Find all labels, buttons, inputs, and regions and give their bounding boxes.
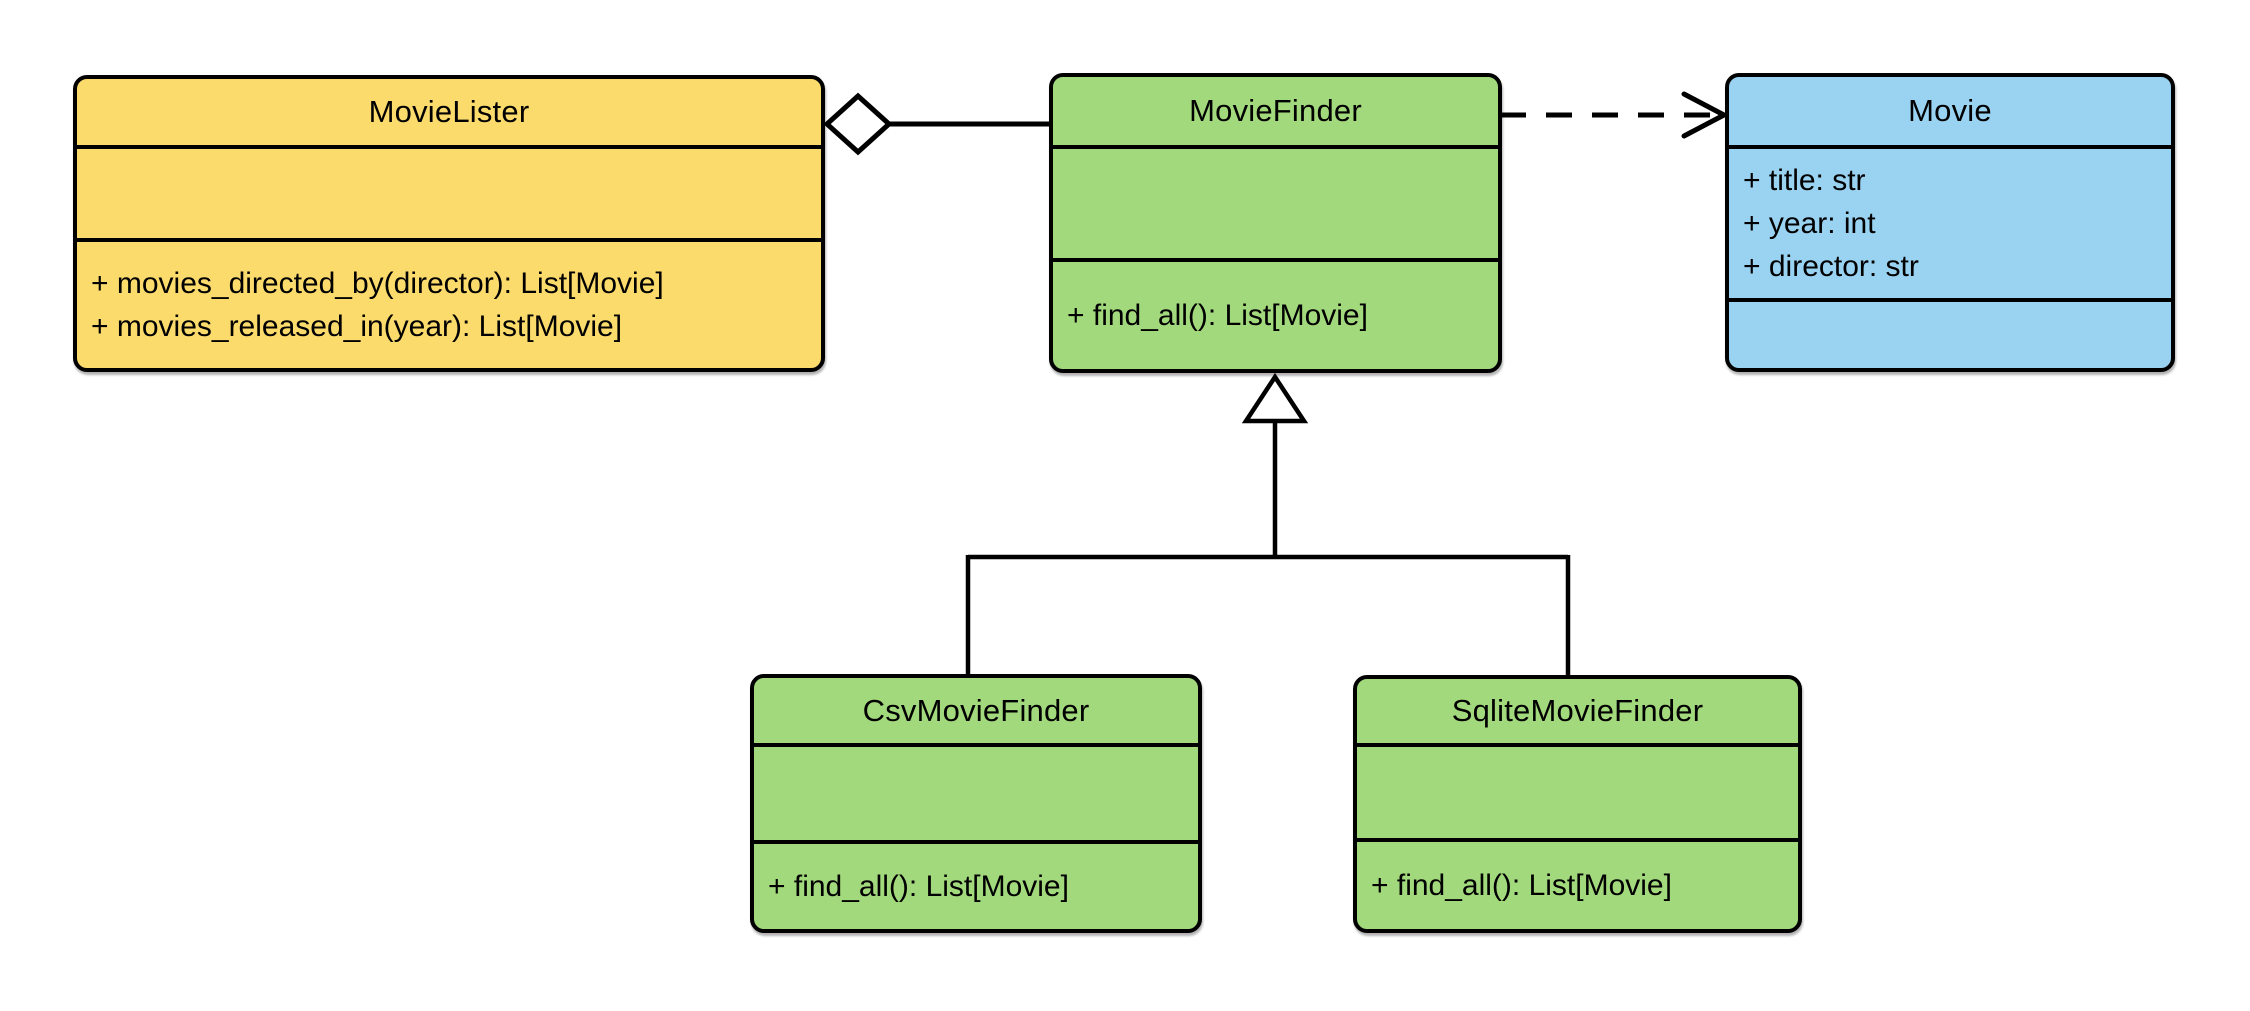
attribute-label: + title: str xyxy=(1743,164,1866,197)
method-label: + find_all(): List[Movie] xyxy=(1371,869,1672,902)
attributes-compartment: + title: str + year: int + director: str xyxy=(1729,149,2171,302)
hollow-triangle-icon xyxy=(1241,372,1309,424)
attributes-compartment xyxy=(754,747,1198,844)
class-title: MovieFinder xyxy=(1053,77,1498,149)
dependency-connector[interactable] xyxy=(1500,91,1730,139)
class-box-movielister[interactable]: MovieLister + movies_directed_by(directo… xyxy=(73,75,825,372)
method-label: + find_all(): List[Movie] xyxy=(1067,299,1368,332)
class-title: Movie xyxy=(1729,77,2171,149)
methods-compartment: + find_all(): List[Movie] xyxy=(754,844,1198,929)
open-arrowhead-icon xyxy=(1681,91,1730,139)
attribute-label: + year: int xyxy=(1743,207,1876,240)
attributes-compartment xyxy=(77,149,821,242)
class-title: SqliteMovieFinder xyxy=(1357,679,1798,747)
generalization-connector[interactable] xyxy=(965,372,1571,680)
aggregation-connector[interactable] xyxy=(823,92,1053,156)
class-box-movie[interactable]: Movie + title: str + year: int + directo… xyxy=(1725,73,2175,372)
class-title: MovieLister xyxy=(77,79,821,149)
class-box-csvmoviefinder[interactable]: CsvMovieFinder + find_all(): List[Movie] xyxy=(750,674,1202,933)
hollow-diamond-icon xyxy=(823,92,893,156)
methods-compartment xyxy=(1729,302,2171,368)
generalization-lines xyxy=(965,421,1571,680)
attribute-label: + director: str xyxy=(1743,250,1919,283)
attributes-compartment xyxy=(1357,747,1798,842)
class-box-sqlitemoviefinder[interactable]: SqliteMovieFinder + find_all(): List[Mov… xyxy=(1353,675,1802,933)
class-box-moviefinder[interactable]: MovieFinder + find_all(): List[Movie] xyxy=(1049,73,1502,373)
class-title: CsvMovieFinder xyxy=(754,678,1198,747)
attributes-compartment xyxy=(1053,149,1498,262)
method-label: + movies_directed_by(director): List[Mov… xyxy=(91,267,664,300)
method-label: + movies_released_in(year): List[Movie] xyxy=(91,310,623,343)
methods-compartment: + find_all(): List[Movie] xyxy=(1053,262,1498,369)
methods-compartment: + movies_directed_by(director): List[Mov… xyxy=(77,242,821,368)
methods-compartment: + find_all(): List[Movie] xyxy=(1357,842,1798,929)
method-label: + find_all(): List[Movie] xyxy=(768,870,1069,903)
